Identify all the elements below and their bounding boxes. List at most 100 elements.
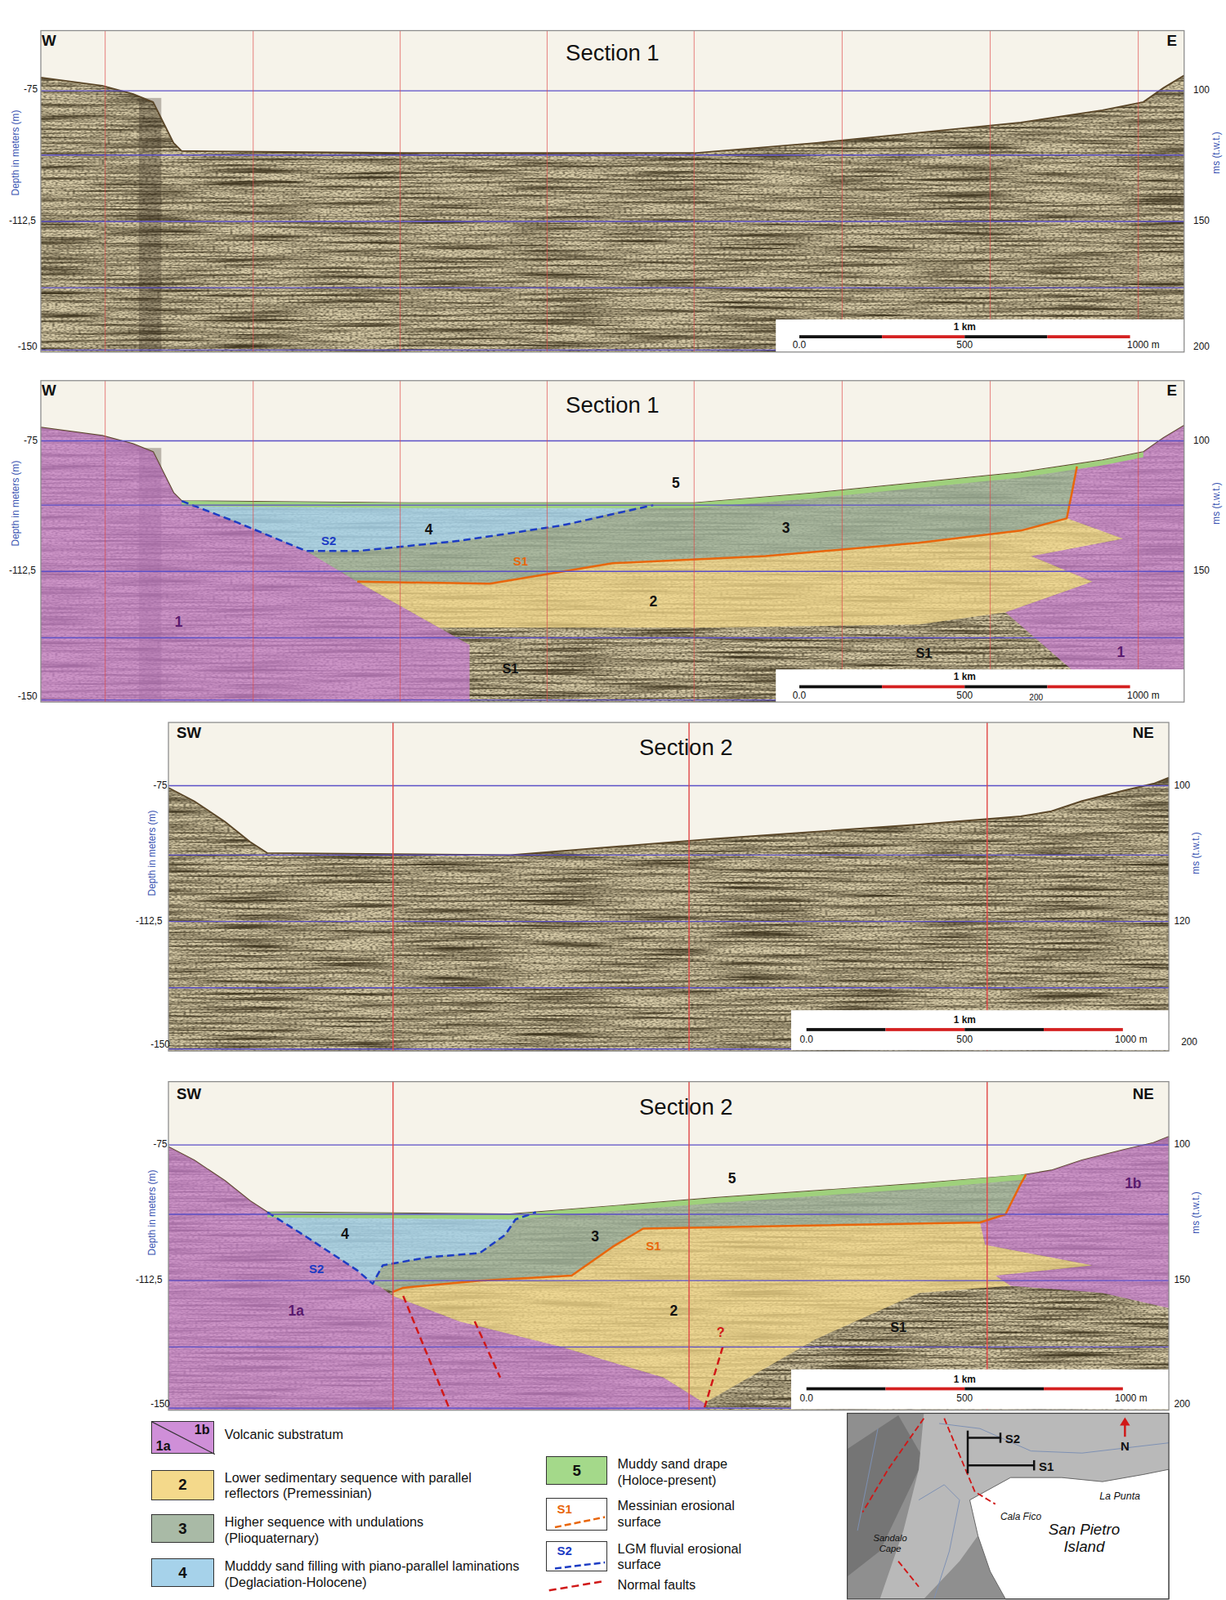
shot-point-line <box>546 380 548 703</box>
map-label: S1 <box>1038 1459 1054 1473</box>
muddy-sand-drape <box>267 1174 1026 1220</box>
scale-label: 1000 m <box>1127 340 1160 351</box>
surface-sample <box>554 1517 605 1528</box>
map-label: N <box>1120 1439 1130 1452</box>
survey-track <box>1033 1460 1035 1471</box>
orientation-label: SW <box>176 724 202 741</box>
legend-swatch-label: 5 <box>572 1463 581 1479</box>
axis-label: 150 <box>1193 566 1210 577</box>
orientation-label: E <box>1167 33 1178 50</box>
orientation-label: SW <box>176 1087 202 1103</box>
scale-bar-segment <box>1043 1387 1124 1392</box>
axis-label: -112,5 <box>135 1276 163 1287</box>
legend-swatch-label: 4 <box>178 1565 187 1581</box>
axis-label: -75 <box>23 436 38 447</box>
axis-label: -150 <box>150 1040 171 1051</box>
depth-grid-line <box>40 154 1185 156</box>
legend-swatch-label: 1b <box>194 1422 211 1436</box>
orientation-label: W <box>41 383 57 399</box>
scale-bar-segment <box>799 685 882 690</box>
seafloor-reflector <box>168 778 1169 856</box>
scale-bar-segment <box>1043 1028 1124 1032</box>
scale-bar-ground <box>791 1010 1169 1051</box>
legend-swatch-label: 1a <box>156 1438 171 1452</box>
legend-text: Higher sequence with undulations (Plioqu… <box>224 1514 521 1547</box>
depth-grid-line <box>168 1144 1169 1146</box>
seismic-reflectors <box>168 1136 1169 1411</box>
depth-grid-line <box>40 440 1185 442</box>
unit-number: 5 <box>728 1172 737 1186</box>
scale-bar-segment <box>885 1028 965 1032</box>
seismic-reflectors <box>168 778 1169 1052</box>
water-column <box>168 1082 1169 1411</box>
scale-label: 1000 m <box>1127 691 1160 702</box>
shot-point-line <box>688 722 690 1052</box>
axis-label: 100 <box>1193 436 1210 447</box>
lgm-surface <box>267 1212 536 1284</box>
axis-label: ms (t.w.t.) <box>1191 1191 1202 1234</box>
seafloor-reflector <box>40 75 1185 153</box>
section-title: Section 1 <box>565 393 660 417</box>
depth-grid-line <box>40 220 1185 222</box>
bathymetry-contour <box>857 1428 878 1531</box>
orientation-label: E <box>1167 383 1178 399</box>
seismic-reflectors <box>40 425 1185 703</box>
depth-grid-line <box>168 921 1169 922</box>
axis-label: 120 <box>1173 917 1191 927</box>
water-column <box>40 30 1185 352</box>
axis-label: -150 <box>17 692 38 703</box>
axis-label: Depth in meters (m) <box>147 1169 158 1256</box>
surface-label: S2 <box>321 533 336 546</box>
axis-label: 200 <box>1029 693 1043 703</box>
scale-label: 0.0 <box>792 691 807 702</box>
axis-label: -75 <box>153 781 168 792</box>
axis-label: 100 <box>1193 85 1210 96</box>
panel-frame <box>40 30 1185 352</box>
unit-number: 1 <box>174 615 184 630</box>
section-panel <box>168 1082 1169 1411</box>
fault-sample <box>549 1581 605 1591</box>
north-arrow-head <box>1119 1417 1130 1426</box>
unit-number: 2 <box>648 595 658 609</box>
legend-text: LGM fluvial erosional surface <box>617 1541 782 1574</box>
volcanic-substratum <box>979 1136 1169 1309</box>
axis-label: ms (t.w.t.) <box>1191 832 1202 874</box>
axis-label: -150 <box>150 1400 171 1410</box>
survey-track <box>967 1436 1001 1439</box>
legend-swatch-label: S1 <box>557 1502 573 1515</box>
water-column <box>168 722 1169 1052</box>
scale-bar-segment <box>881 335 965 339</box>
shot-point-line <box>986 722 988 1052</box>
shot-point-line <box>104 30 106 352</box>
legend-text: Mudddy sand filling with piano-parallel … <box>224 1558 521 1591</box>
scale-label: 500 <box>956 691 973 702</box>
muddy-sand-drape <box>181 451 1144 509</box>
orientation-label: W <box>41 33 57 50</box>
seismic-reflectors <box>40 75 1185 352</box>
panel-frame <box>40 380 1185 703</box>
axis-label: 100 <box>1173 781 1191 792</box>
axis-label: ms (t.w.t.) <box>1212 482 1222 524</box>
axis-label: 200 <box>1173 1400 1191 1410</box>
bathymetry-contour <box>939 1423 1169 1454</box>
scale-label: 1000 m <box>1114 1035 1148 1046</box>
scale-bar-segment <box>885 1387 965 1392</box>
legend-text: Messinian erosional surface <box>617 1498 782 1531</box>
shot-point-line <box>399 30 401 352</box>
shot-point-line <box>693 380 695 703</box>
muddy-sand-fill <box>181 501 654 551</box>
orientation-label: NE <box>1132 1087 1155 1103</box>
scale-bar-ground <box>775 669 1185 703</box>
depth-grid-line <box>40 286 1185 288</box>
messinian-surface <box>393 1174 1026 1293</box>
panel-frame <box>168 1082 1169 1411</box>
legend-swatch-label: S2 <box>557 1544 573 1558</box>
unit-number: ? <box>716 1325 725 1339</box>
surface-label: S2 <box>308 1262 324 1276</box>
axis-label: -75 <box>153 1140 168 1150</box>
legend-text: Lower sedimentary sequence with parallel… <box>224 1470 521 1503</box>
shot-point-line <box>989 30 991 352</box>
map-frame <box>847 1413 1169 1599</box>
swatch-divider <box>152 1422 215 1455</box>
